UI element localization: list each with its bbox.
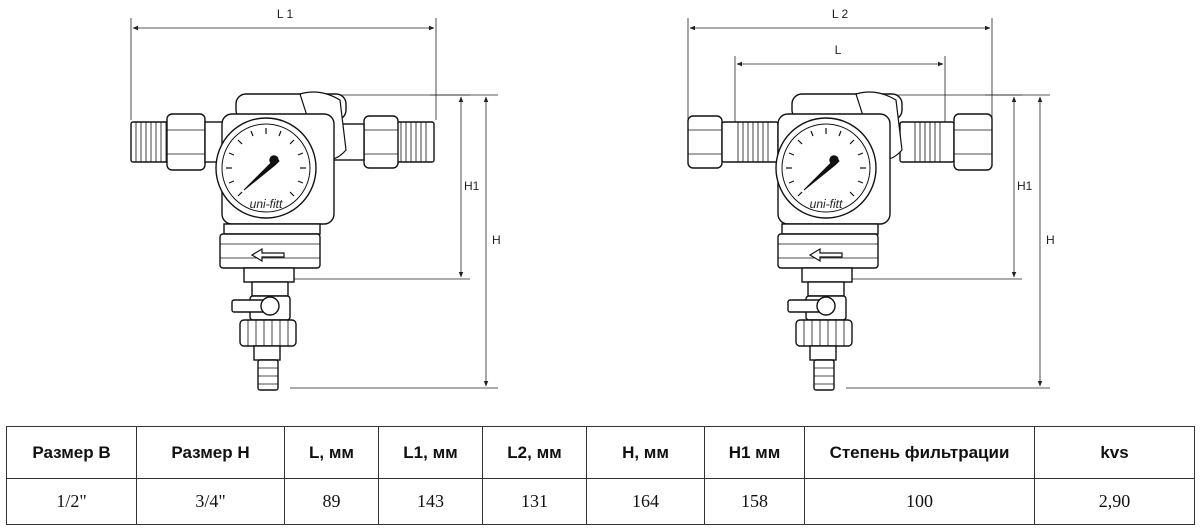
header-l2: L2, мм xyxy=(482,426,587,479)
dimension-h xyxy=(290,94,498,389)
header-size-h: Размер Н xyxy=(136,426,285,479)
dim-label-h1: H1 xyxy=(464,179,480,193)
header-h: H, мм xyxy=(586,426,705,479)
dimension-h-right xyxy=(846,94,1050,389)
cell-size-b: 1/2" xyxy=(6,478,137,525)
dim-label-l2: L 2 xyxy=(832,7,849,21)
table-row: 1/2" 3/4" 89 143 131 164 158 100 2,90 xyxy=(6,478,1195,525)
dim-label-l: L xyxy=(835,43,842,57)
cell-h: 164 xyxy=(586,478,705,525)
dim-label-h: H xyxy=(492,233,501,247)
dimension-l2 xyxy=(687,18,993,120)
cell-l1: 143 xyxy=(378,478,483,525)
table-header-row: Размер В Размер Н L, мм L1, мм L2, мм H,… xyxy=(6,426,1195,479)
header-filtration: Степень фильтрации xyxy=(804,426,1035,479)
header-l: L, мм xyxy=(284,426,379,479)
specifications-table: Размер В Размер Н L, мм L1, мм L2, мм H,… xyxy=(6,426,1195,525)
filter-drawing-right: L 2 L H1 H xyxy=(687,7,1055,391)
cell-kvs: 2,90 xyxy=(1034,478,1195,525)
dim-label-h1-right: H1 xyxy=(1017,179,1033,193)
header-l1: L1, мм xyxy=(378,426,483,479)
cell-filtration: 100 xyxy=(804,478,1035,525)
dimension-l1 xyxy=(130,18,437,120)
header-size-b: Размер В xyxy=(6,426,137,479)
brand-label-right: uni-fitt xyxy=(810,197,843,211)
header-h1: H1 мм xyxy=(704,426,805,479)
dimension-l xyxy=(734,56,946,122)
cell-l: 89 xyxy=(284,478,379,525)
filter-drawing-left: L 1 H1 H xyxy=(130,7,501,391)
header-kvs: kvs xyxy=(1034,426,1195,479)
brand-label-left: uni-fitt xyxy=(250,197,283,211)
cell-size-h: 3/4" xyxy=(136,478,285,525)
cell-h1: 158 xyxy=(704,478,805,525)
dim-label-h-right: H xyxy=(1046,233,1055,247)
dim-label-l1: L 1 xyxy=(277,7,294,21)
cell-l2: 131 xyxy=(482,478,587,525)
technical-drawings: L 1 H1 H xyxy=(130,7,1055,391)
